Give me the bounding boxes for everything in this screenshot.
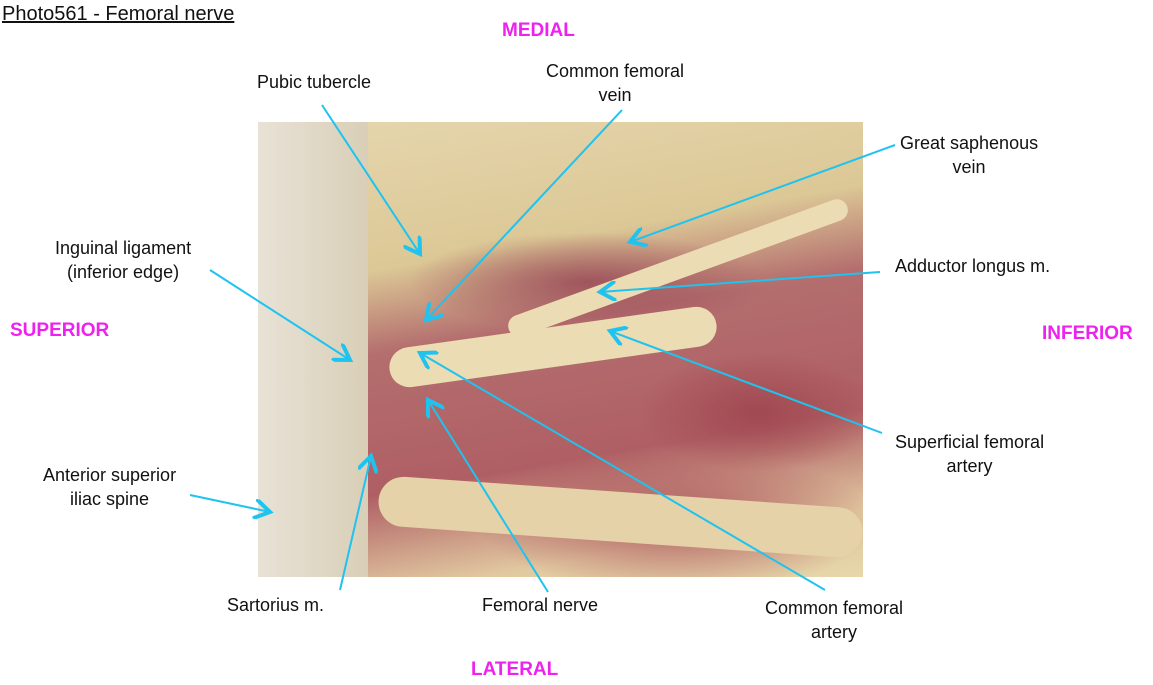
- label-line: Anterior superior: [43, 465, 177, 485]
- label-line: Common femoral: [546, 61, 685, 81]
- leader-inguinal-ligament: [209, 269, 350, 360]
- label-great-saphenous-vein: Great saphenous vein: [900, 131, 1038, 179]
- leader-asis: [189, 494, 270, 512]
- orientation-lateral: LATERAL: [471, 659, 559, 680]
- orientation-inferior: INFERIOR: [1042, 323, 1133, 344]
- orientation-superior: SUPERIOR: [10, 320, 110, 341]
- leader-adductor-longus: [600, 271, 881, 292]
- orientation-medial: MEDIAL: [502, 20, 575, 41]
- label-line: (inferior edge): [67, 262, 180, 282]
- label-pubic-tubercle: Pubic tubercle: [257, 72, 372, 92]
- leader-pubic-tubercle: [321, 104, 420, 254]
- label-line: Inguinal ligament: [55, 238, 192, 258]
- label-line: artery: [946, 456, 993, 476]
- page-title: Photo561 - Femoral nerve: [2, 3, 235, 25]
- label-common-femoral-artery: Common femoral artery: [765, 596, 903, 644]
- label-femoral-nerve: Femoral nerve: [482, 595, 599, 615]
- leader-sartorius: [339, 456, 371, 591]
- label-line: Great saphenous: [900, 133, 1039, 153]
- leader-femoral-nerve: [428, 400, 549, 593]
- leader-common-femoral-vein: [426, 109, 623, 320]
- label-asis: Anterior superior iliac spine: [43, 463, 176, 511]
- label-line: Common femoral: [765, 598, 904, 618]
- leader-common-femoral-artery: [420, 353, 826, 591]
- label-line: vein: [952, 157, 986, 177]
- label-sartorius: Sartorius m.: [227, 595, 325, 615]
- leader-superficial-femoral-artery: [610, 331, 883, 434]
- label-line: Superficial femoral: [895, 432, 1045, 452]
- label-line: iliac spine: [70, 489, 150, 509]
- label-superficial-femoral-artery: Superficial femoral artery: [895, 430, 1044, 478]
- leader-great-saphenous-vein: [630, 144, 896, 242]
- label-line: artery: [811, 622, 858, 642]
- label-adductor-longus: Adductor longus m.: [895, 256, 1051, 276]
- label-inguinal-ligament: Inguinal ligament (inferior edge): [55, 236, 191, 284]
- label-common-femoral-vein: Common femoral vein: [546, 59, 684, 107]
- label-line: vein: [598, 85, 632, 105]
